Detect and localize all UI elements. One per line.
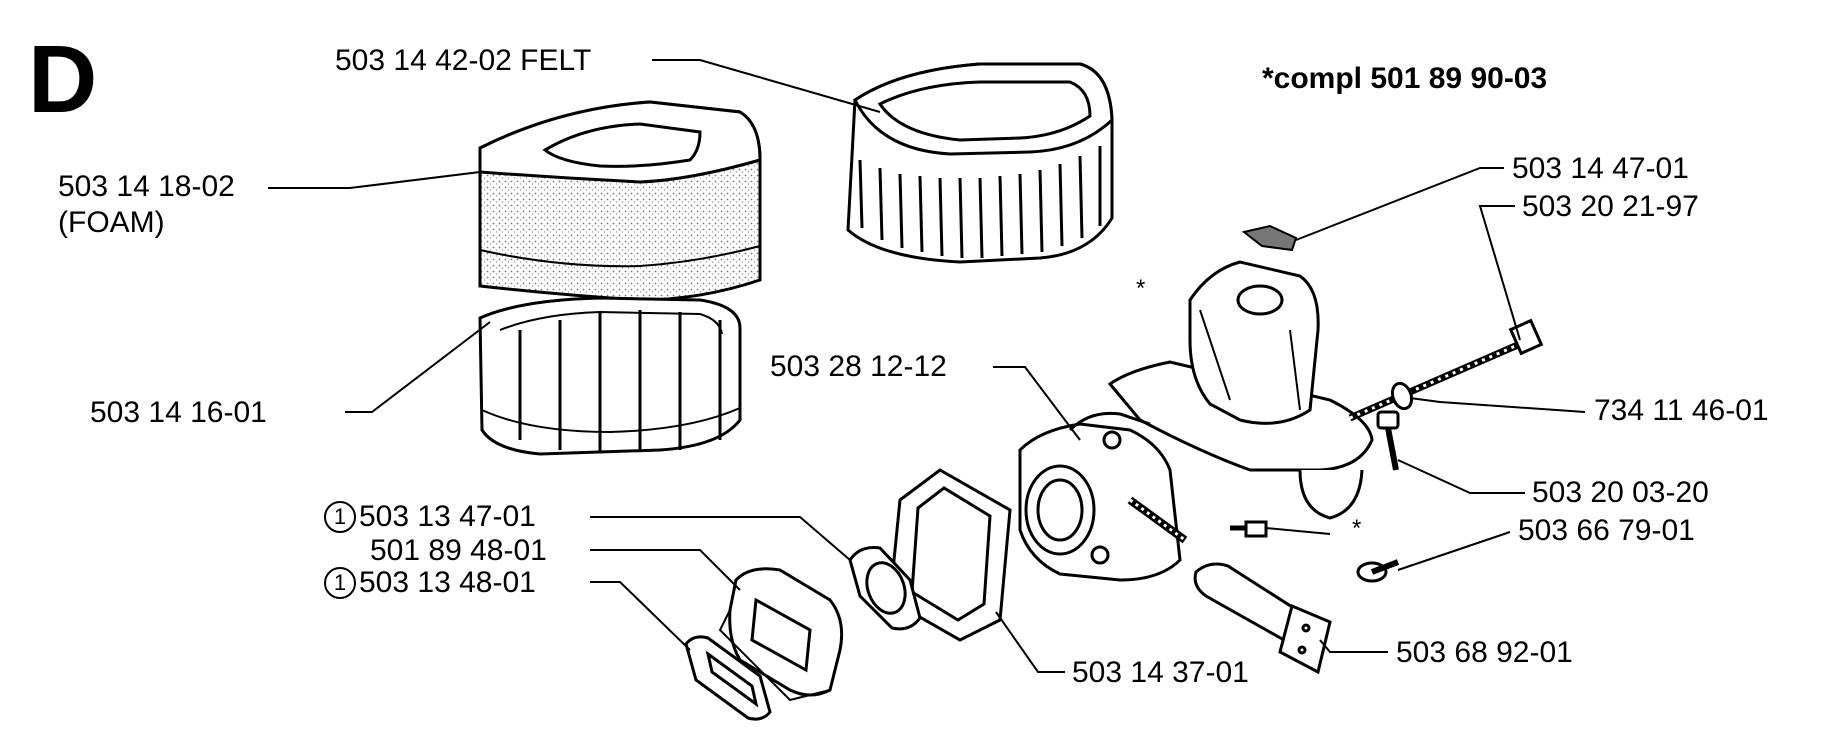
intake-flange-drawing	[718, 567, 844, 702]
label-gasket-1-text: 503 13 47-01	[359, 500, 536, 533]
label-long-bolt: 503 20 21-97	[1522, 190, 1699, 223]
long-bolt-drawing	[1348, 318, 1544, 422]
section-letter: D	[28, 26, 98, 133]
gasket-drawing	[848, 546, 922, 631]
label-screw: 503 20 03-20	[1532, 476, 1709, 509]
filter-base-drawing	[1107, 260, 1374, 520]
carburetor-drawing	[1018, 411, 1188, 582]
asterisk-marker-nozzle: *	[1352, 515, 1362, 542]
fuel-pump-drawing	[1193, 562, 1332, 675]
screw-plug-drawing	[1356, 559, 1400, 583]
reference-number-badge: 1	[324, 501, 356, 533]
leader-lines	[268, 59, 1586, 673]
label-carburetor: 503 28 12-12	[770, 350, 947, 383]
label-washer: 734 11 46-01	[1594, 394, 1769, 427]
nozzle-drawing	[1230, 520, 1268, 538]
label-filter-grid: 503 14 16-01	[90, 396, 267, 429]
label-foam-filter-name: (FOAM)	[58, 206, 165, 239]
screw-drawing	[1376, 410, 1400, 471]
small-gasket-drawing	[1241, 224, 1298, 252]
felt-filter-drawing	[846, 62, 1114, 264]
label-gasket-2-text: 503 13 48-01	[359, 566, 536, 599]
label-felt-filter: 503 14 42-02 FELT	[335, 44, 592, 77]
frame-seal-drawing	[888, 468, 1012, 642]
label-screw-plug: 503 66 79-01	[1518, 514, 1695, 547]
foam-filter-drawing	[478, 100, 762, 302]
label-fuel-pump: 503 68 92-01	[1396, 636, 1573, 669]
label-small-part: 503 14 47-01	[1512, 152, 1689, 185]
label-intake-flange: 501 89 48-01	[370, 534, 547, 567]
complete-kit-note: *compl 501 89 90-03	[1262, 62, 1548, 95]
label-frame-seal: 503 14 37-01	[1072, 656, 1249, 689]
label-foam-filter-part: 503 14 18-02	[58, 170, 235, 203]
reference-number-badge: 1	[324, 567, 356, 599]
asterisk-marker-housing: *	[1136, 275, 1146, 302]
flange-gasket-drawing	[684, 635, 772, 721]
filter-grid-drawing	[478, 296, 742, 456]
